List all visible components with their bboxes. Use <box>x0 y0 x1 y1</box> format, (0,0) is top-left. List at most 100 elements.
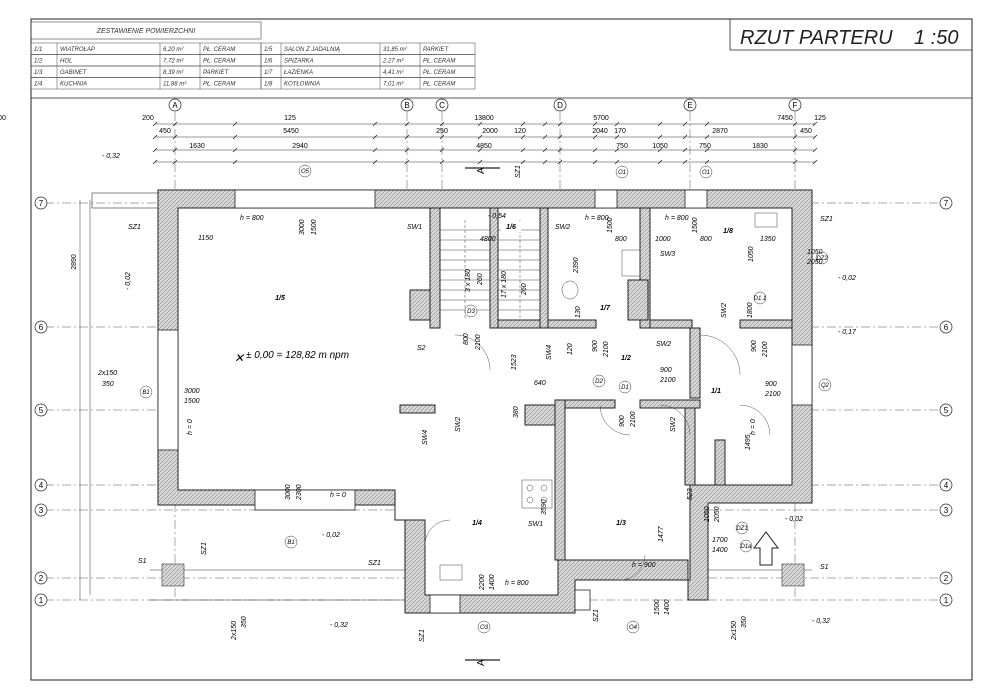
schedule-cell-area: 7,72 m² <box>163 59 184 65</box>
element-tag-circle <box>618 380 632 394</box>
svg-text:SW2: SW2 <box>721 303 728 318</box>
dimension-value: 2870 <box>712 128 728 135</box>
axis-bubble <box>34 593 48 607</box>
element-tag-label: D3 <box>467 309 475 315</box>
schedule-cell-no: 1/2 <box>34 59 43 65</box>
svg-text:SZ1: SZ1 <box>201 542 208 555</box>
dimension-tick <box>152 159 158 165</box>
building-walls <box>157 189 813 614</box>
svg-text:1500: 1500 <box>184 398 200 405</box>
axis-bubble <box>553 98 567 112</box>
svg-text:2x150: 2x150 <box>231 621 238 641</box>
schedule-cell-floor: PŁ. CERAM <box>423 82 455 88</box>
level-7: - 0,32 <box>812 618 830 625</box>
dimension-tick <box>792 147 798 153</box>
svg-text:380: 380 <box>513 406 520 418</box>
svg-text:SW4: SW4 <box>422 430 429 445</box>
drawing-title: RZUT PARTERU <box>740 27 893 49</box>
dimension-tick <box>657 121 663 127</box>
dimension-tick <box>439 159 445 165</box>
dimension-tick <box>520 147 526 153</box>
room-label: 1/8 <box>723 228 733 235</box>
axis-bubble <box>34 320 48 334</box>
svg-text:3 x 180: 3 x 180 <box>465 269 472 292</box>
dimension-tick <box>172 134 178 140</box>
dimension-tick <box>477 134 483 140</box>
room-label-bg <box>595 302 615 313</box>
schedule-cell-area: 4,41 m² <box>383 70 404 76</box>
svg-text:120: 120 <box>567 343 574 355</box>
dimension-tick <box>614 134 620 140</box>
level-2: - 0,02 <box>125 272 132 290</box>
level-8: - 0,54 <box>488 213 506 220</box>
element-tag-circle <box>626 620 640 634</box>
dimension-tick <box>592 121 598 127</box>
axis-bubble <box>939 571 953 585</box>
svg-text:350: 350 <box>241 616 248 628</box>
axis-label: 4 <box>944 481 949 490</box>
dimension-tick <box>372 134 378 140</box>
dimension-tick <box>404 134 410 140</box>
schedule-cell-no: 1/7 <box>264 70 273 76</box>
schedule-cell-name: SALON Z JADALNIĄ <box>284 47 340 53</box>
dimension-tick <box>704 159 710 165</box>
axis-bubble <box>939 478 953 492</box>
svg-text:SW3: SW3 <box>660 251 675 258</box>
svg-text:900: 900 <box>765 381 777 388</box>
dimension-tick <box>704 147 710 153</box>
room-label: 1/2 <box>621 355 631 362</box>
svg-text:SZ1: SZ1 <box>820 216 833 223</box>
svg-text:4800: 4800 <box>480 236 496 243</box>
opening-notes: h = 800 h = 800 h = 800 h = 800 h = 0 h … <box>97 215 823 641</box>
svg-text:SW2: SW2 <box>656 341 671 348</box>
svg-text:1700: 1700 <box>712 537 728 544</box>
element-tag-label: DZ1 <box>736 526 747 532</box>
axis-label: 6 <box>944 323 949 332</box>
schedule-cell-name: ŁAZIENKA <box>284 70 313 76</box>
dimension-tick <box>614 159 620 165</box>
staircase <box>440 220 540 320</box>
dimension-value: 2940 <box>292 143 308 150</box>
svg-text:2100: 2100 <box>659 377 676 384</box>
schedule-cell-floor: PŁ. CERAM <box>203 59 235 65</box>
svg-text:h = 0: h = 0 <box>330 492 346 499</box>
element-tag-circle <box>699 165 713 179</box>
section-marker-top: A <box>465 167 500 174</box>
dimension-tick <box>704 121 710 127</box>
svg-text:1477: 1477 <box>658 525 665 542</box>
svg-text:800: 800 <box>700 236 712 243</box>
schedule-cell-floor: PARKIET <box>203 70 230 76</box>
axis-bubble <box>939 196 953 210</box>
dimension-tick <box>592 147 598 153</box>
dimension-tick <box>520 121 526 127</box>
dimension-value: 750 <box>616 143 628 150</box>
svg-text:SW2: SW2 <box>670 417 677 432</box>
door-swings <box>424 334 771 581</box>
svg-text:2100: 2100 <box>603 341 610 358</box>
dimension-tick <box>542 121 548 127</box>
axis-label: 4 <box>39 481 44 490</box>
axis-label: D <box>557 101 563 110</box>
dimension-value: 125 <box>814 115 826 122</box>
dimension-tick <box>372 121 378 127</box>
schedule-cell-area: 31,85 m² <box>383 47 408 53</box>
schedule-cell-name: SPIŻARKA <box>284 58 314 65</box>
element-tag-circle <box>477 620 491 634</box>
dimension-tick <box>172 121 178 127</box>
axis-bubble <box>400 98 414 112</box>
element-tags: SZ1 SZ1 SZ1 SZ1 SZ1 SZ1 SZ1 SW1 SW1 SW2 … <box>128 165 833 642</box>
room-label: 1/6 <box>506 224 516 231</box>
svg-text:260: 260 <box>521 283 528 296</box>
axis-label: 3 <box>39 506 44 515</box>
schedule-cell-area: 6,20 m² <box>163 47 184 53</box>
dimension-tick <box>682 159 688 165</box>
dimension-tick <box>152 147 158 153</box>
schedule-cell-no: 1/6 <box>264 59 273 65</box>
level-1: - 0,32 <box>102 153 120 160</box>
dimension-tick <box>372 147 378 153</box>
schedule-cell-name: KOTŁOWNIA <box>284 82 320 88</box>
dimension-tick <box>172 159 178 165</box>
dimension-tick <box>704 134 710 140</box>
